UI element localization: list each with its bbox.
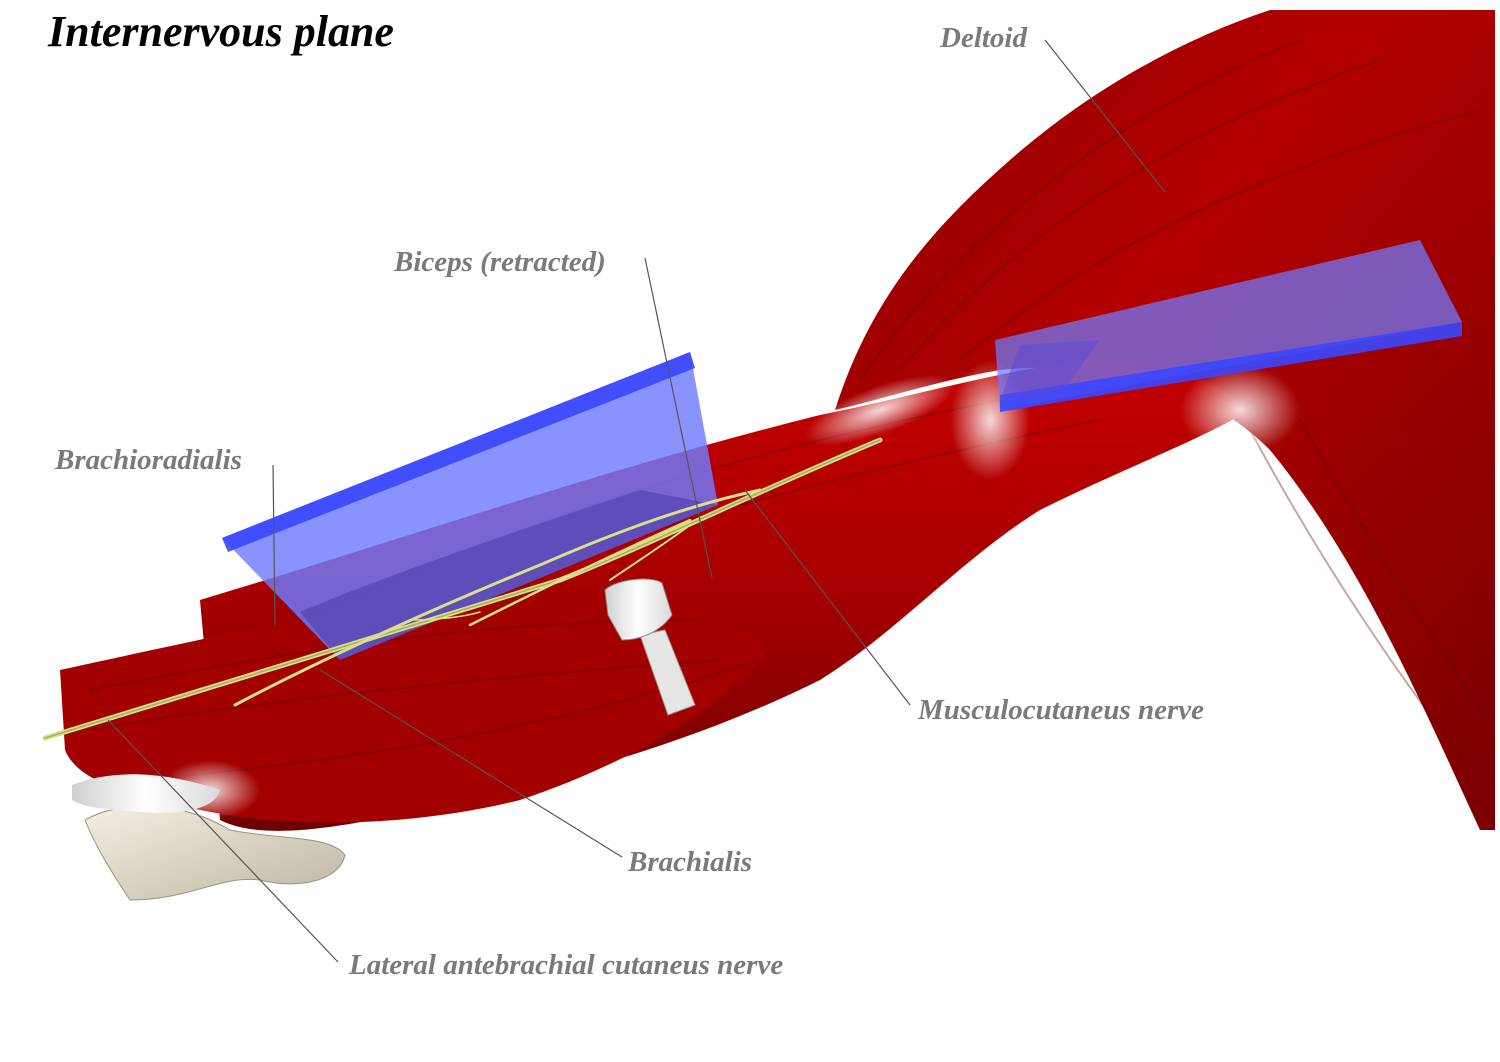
distal-tendon [72, 774, 220, 813]
page-title: Internervous plane [48, 7, 394, 56]
musculocutaneus-nerve-path [42, 437, 883, 741]
label-biceps: Biceps (retracted) [394, 246, 606, 278]
label-deltoid: Deltoid [940, 22, 1027, 54]
label-brachialis: Brachialis [628, 846, 753, 878]
label-brachioradialis: Brachioradialis [55, 444, 242, 476]
leader-lines [107, 39, 1166, 963]
retractor-blade-left [222, 352, 718, 660]
label-lateral-antebrachial-nerve: Lateral antebrachial cutaneus nerve [349, 949, 784, 981]
label-musculocutaneus-nerve: Musculocutaneus nerve [918, 694, 1205, 726]
forearm-muscle [60, 586, 770, 823]
surgical-clip [604, 578, 696, 716]
retractor-blade-right [995, 240, 1462, 410]
deltoid-muscle [835, 10, 1495, 830]
